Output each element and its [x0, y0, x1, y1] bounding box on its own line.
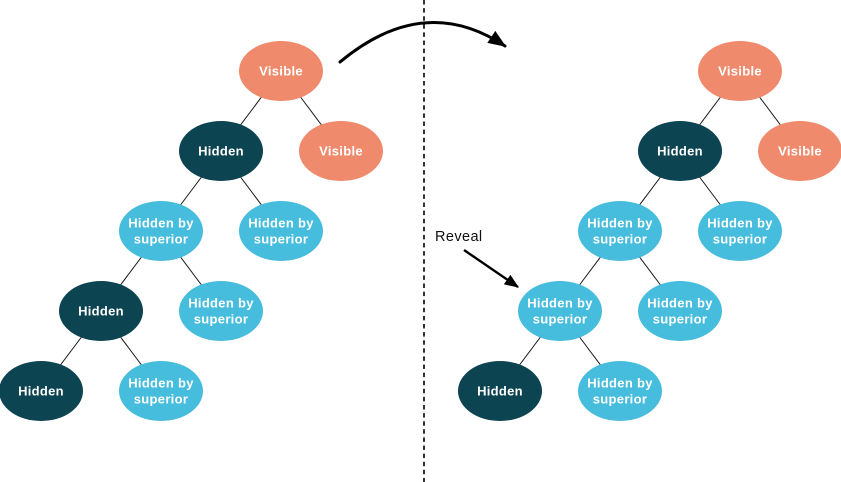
node-label: Visible: [718, 64, 762, 79]
node-ellipse-visible: [299, 121, 383, 181]
node-label: Hidden: [657, 144, 703, 159]
node-ellipse-hidden: [458, 361, 542, 421]
tree-node-after-n7-hidden: Hidden: [458, 361, 542, 421]
node-ellipse-hidden: [0, 361, 83, 421]
tree-node-before-n2-visible: Visible: [299, 121, 383, 181]
node-ellipse-hidden_by_superior: [638, 281, 722, 341]
tree-node-after-n1-hidden: Hidden: [638, 121, 722, 181]
overlay-layer: [338, 0, 519, 482]
node-ellipse-hidden: [179, 121, 263, 181]
node-ellipse-hidden: [59, 281, 143, 341]
node-ellipse-hidden_by_superior: [239, 201, 323, 261]
node-ellipse-visible: [239, 41, 323, 101]
node-label: Hidden: [78, 304, 124, 319]
node-ellipse-visible: [698, 41, 782, 101]
node-ellipse-hidden_by_superior: [578, 201, 662, 261]
tree-node-before-n5-hidden: Hidden: [59, 281, 143, 341]
reveal-arrow: [463, 249, 519, 288]
node-ellipse-hidden: [638, 121, 722, 181]
node-label: Hidden: [18, 384, 64, 399]
tree-node-before-n7-hidden: Hidden: [0, 361, 83, 421]
node-ellipse-hidden_by_superior: [179, 281, 263, 341]
node-label: Visible: [778, 144, 822, 159]
node-ellipse-hidden_by_superior: [578, 361, 662, 421]
node-label: Hidden: [198, 144, 244, 159]
reveal-label: Reveal: [435, 229, 483, 245]
tree-node-before-n1-hidden: Hidden: [179, 121, 263, 181]
node-ellipse-hidden_by_superior: [698, 201, 782, 261]
tree-node-after-n2-visible: Visible: [758, 121, 841, 181]
tree-node-before-root-visible: Visible: [239, 41, 323, 101]
transition-arrow: [338, 20, 507, 64]
node-ellipse-hidden_by_superior: [119, 201, 203, 261]
node-label: Hidden: [477, 384, 523, 399]
node-label: Visible: [319, 144, 363, 159]
node-label: Visible: [259, 64, 303, 79]
node-ellipse-hidden_by_superior: [119, 361, 203, 421]
tree-node-after-root-visible: Visible: [698, 41, 782, 101]
node-ellipse-visible: [758, 121, 841, 181]
node-ellipse-hidden_by_superior: [518, 281, 602, 341]
